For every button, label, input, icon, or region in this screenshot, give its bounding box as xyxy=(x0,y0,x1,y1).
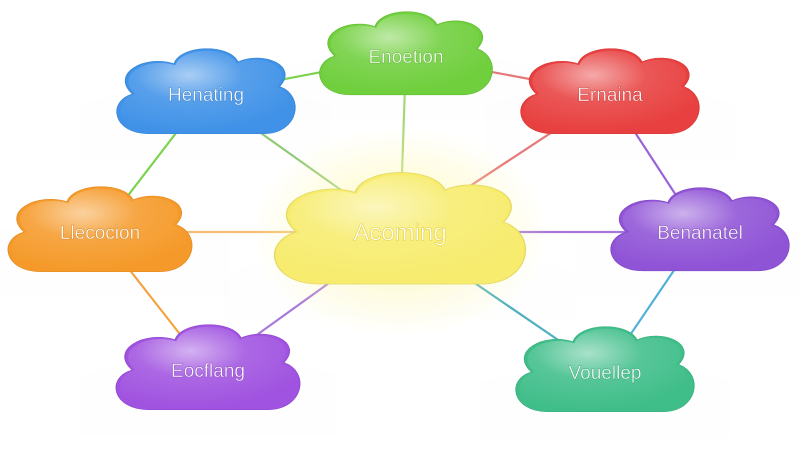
top-left-cloud-gloss xyxy=(120,50,292,132)
top-right-label: Ernaina xyxy=(577,85,643,106)
bottom-right-label: Vouellep xyxy=(569,363,642,384)
bottom-left-label: Eocflang xyxy=(171,361,245,382)
node-bottom-left: Eocflang xyxy=(115,324,301,410)
node-right: Benanatel xyxy=(610,187,790,272)
center-label: Acoming xyxy=(353,219,446,246)
node-top-left: Henating xyxy=(116,48,296,134)
top-label: Enoetion xyxy=(368,47,443,68)
left-label: Llecocion xyxy=(60,223,140,244)
top-cloud-gloss xyxy=(323,13,489,93)
node-top: Enoetion xyxy=(319,11,493,96)
right-cloud-gloss xyxy=(614,189,786,269)
node-left: Llecocion xyxy=(7,186,193,272)
bottom-left-cloud-gloss xyxy=(119,326,297,408)
center-node: Acoming xyxy=(273,172,527,285)
right-label: Benanatel xyxy=(657,223,743,244)
top-right-cloud-gloss xyxy=(524,50,696,132)
node-bottom-right: Vouellep xyxy=(515,326,695,412)
center-cloud-gloss xyxy=(279,175,521,282)
bottom-right-cloud-gloss xyxy=(519,328,691,410)
top-left-label: Henating xyxy=(168,85,244,106)
left-cloud-gloss xyxy=(11,188,189,270)
node-top-right: Ernaina xyxy=(520,48,700,134)
